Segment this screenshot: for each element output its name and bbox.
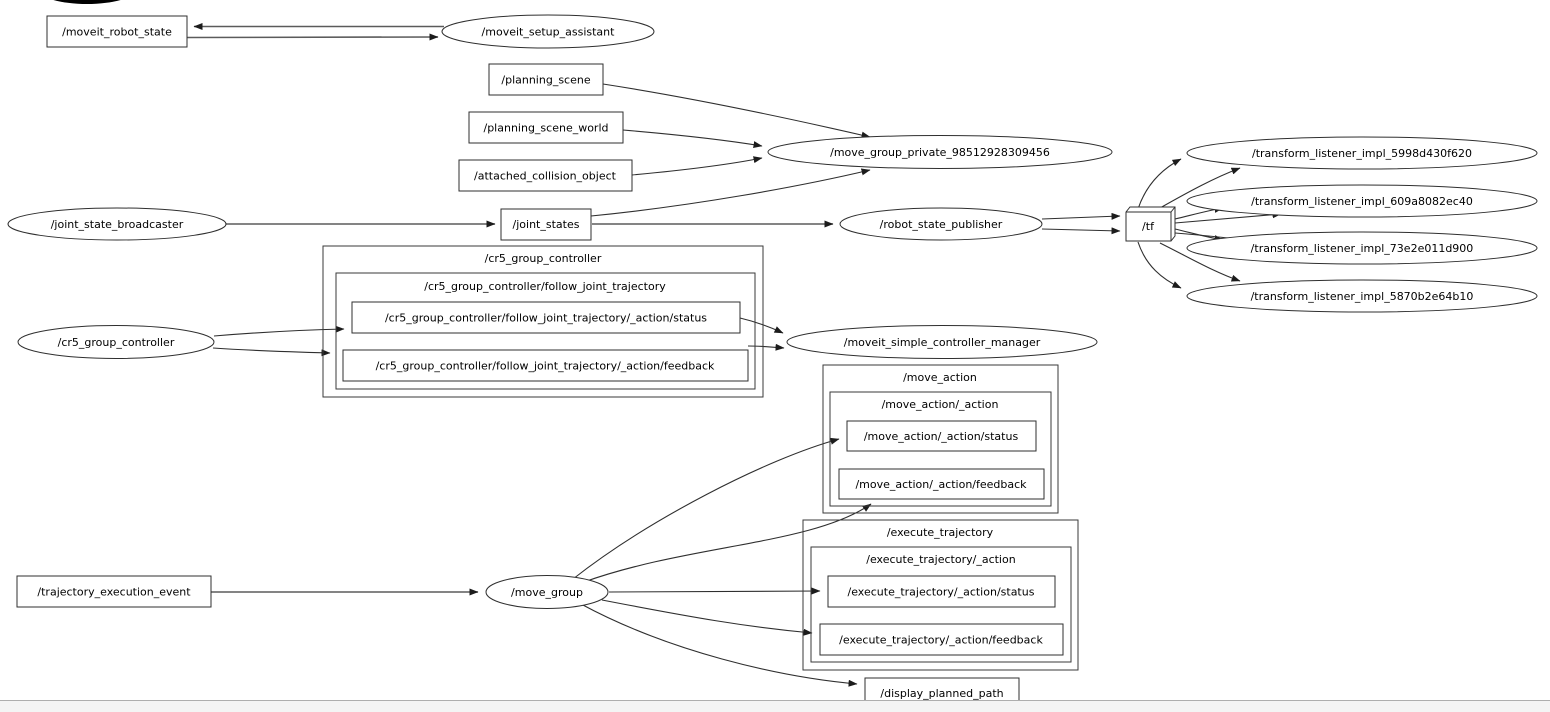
node-move-action-feedback[interactable]: /move_action/_action/feedback [838,468,1045,500]
node-robot-state-publisher[interactable]: /robot_state_publisher [839,207,1043,241]
clipped-node-shape [53,0,121,4]
node-planning-scene-world[interactable]: /planning_scene_world [468,111,624,144]
node-robot-state-publisher-label: /robot_state_publisher [880,218,1003,231]
cluster-move-action-label: /move_action [903,371,977,384]
node-trajectory-execution-event-label: /trajectory_execution_event [37,586,191,599]
node-attached-collision-object-label: /attached_collision_object [474,170,617,183]
node-joint-state-broadcaster[interactable]: /joint_state_broadcaster [7,207,227,241]
edge-cr5-status-to-manager [739,317,784,334]
node-move-group-private-label: /move_group_private_98512928309456 [830,146,1050,159]
edge-tf-to-listener4-a [1137,241,1182,289]
edge-planning-scene-to-move-group-private [602,83,871,139]
node-cr5-group-controller[interactable]: /cr5_group_controller [17,325,215,359]
edge-cr5-feedback-to-manager [747,343,785,351]
cluster-cr5-group-controller-box [322,245,764,398]
edge-attached-collision-object-to-move-group-private [631,156,763,176]
cluster-move-action-box [822,364,1059,514]
edge-move-group-to-display-planned-path [580,603,858,687]
node-cr5-fjt-action-status-label: /cr5_group_controller/follow_joint_traje… [385,312,707,325]
edge-move-group-to-execute-trajectory-feedback [601,599,813,636]
node-moveit-robot-state-label: /moveit_robot_state [62,26,172,39]
node-moveit-setup-assistant-label: /moveit_setup_assistant [482,26,616,39]
node-tf[interactable]: /tf [1125,206,1176,242]
node-moveit-simple-controller-manager-label: /moveit_simple_controller_manager [844,336,1041,349]
edge-tf-to-listener4-b [1159,242,1241,282]
cluster-execute-trajectory-action-box [810,546,1072,663]
node-planning-scene[interactable]: /planning_scene [488,63,604,96]
node-tf-label: /tf [1142,220,1155,233]
statusbar-strip [0,701,1550,712]
node-execute-trajectory-status-label: /execute_trajectory/_action/status [848,586,1035,599]
node-move-action-status-label: /move_action/_action/status [864,430,1019,443]
cluster-execute-trajectory: /execute_trajectory /execute_trajectory/… [802,519,1079,671]
node-moveit-setup-assistant[interactable]: /moveit_setup_assistant [441,14,655,49]
node-joint-state-broadcaster-label: /joint_state_broadcaster [51,218,184,231]
node-transform-listener-3[interactable]: /transform_listener_impl_73e2e011d900 [1186,231,1538,265]
edge-robot-state-to-setup-assistant [186,33,439,41]
cluster-cr5-group-controller: /cr5_group_controller /cr5_group_control… [322,245,764,398]
cluster-cr5-follow-joint-trajectory-label: /cr5_group_controller/follow_joint_traje… [424,280,666,293]
node-cr5-fjt-action-status[interactable]: /cr5_group_controller/follow_joint_traje… [351,301,741,334]
node-joint-states[interactable]: /joint_states [500,208,592,241]
node-transform-listener-1-label: /transform_listener_impl_5998d430f620 [1252,147,1472,160]
node-display-planned-path-label: /display_planned_path [880,687,1003,700]
edge-tf-to-listener1-a [1137,158,1182,210]
tf-box3d-corner [1170,206,1176,213]
cluster-move-action-action-box [829,391,1052,507]
node-execute-trajectory-feedback-label: /execute_trajectory/_action/feedback [839,634,1043,647]
edge-planning-scene-world-to-move-group-private [622,129,763,149]
cluster-cr5-follow-joint-trajectory-box [335,272,756,390]
edge-cr5-controller-to-status [213,325,345,337]
node-clipped-top [53,0,121,4]
node-execute-trajectory-feedback[interactable]: /execute_trajectory/_action/feedback [819,623,1064,656]
node-moveit-simple-controller-manager[interactable]: /moveit_simple_controller_manager [786,325,1098,359]
node-planning-scene-label: /planning_scene [501,74,590,87]
edge-move-group-to-move-action-status [572,437,840,580]
node-cr5-fjt-action-feedback-label: /cr5_group_controller/follow_joint_traje… [376,360,715,373]
cluster-move-action-action-label: /move_action/_action [882,398,999,411]
node-joint-states-label: /joint_states [513,218,580,231]
node-cr5-group-controller-label: /cr5_group_controller [58,336,175,349]
cluster-move-action: /move_action /move_action/_action [822,364,1059,514]
edge-tf-to-listener3-a [1174,228,1224,242]
edge-tf-to-listener1-b [1159,167,1241,209]
node-transform-listener-4[interactable]: /transform_listener_impl_5870b2e64b10 [1186,279,1538,313]
edge-robot-state-publisher-to-tf-1 [1041,212,1121,220]
cluster-execute-trajectory-label: /execute_trajectory [887,526,994,539]
node-planning-scene-world-label: /planning_scene_world [483,122,608,135]
node-transform-listener-2-label: /transform_listener_impl_609a8082ec40 [1251,195,1473,208]
edge-cr5-controller-to-feedback [212,347,331,357]
node-move-group-private[interactable]: /move_group_private_98512928309456 [767,135,1113,169]
node-move-group[interactable]: /move_group [485,575,609,609]
node-cr5-fjt-action-feedback[interactable]: /cr5_group_controller/follow_joint_traje… [342,349,749,382]
node-move-group-label: /move_group [511,586,583,599]
node-transform-listener-1[interactable]: /transform_listener_impl_5998d430f620 [1186,136,1538,170]
node-execute-trajectory-status[interactable]: /execute_trajectory/_action/status [827,575,1056,608]
tf-box3d-outline [1125,206,1176,242]
node-move-action-status[interactable]: /move_action/_action/status [846,420,1037,452]
edge-move-group-to-execute-trajectory-status [608,587,821,595]
node-transform-listener-3-label: /transform_listener_impl_73e2e011d900 [1251,242,1474,255]
node-transform-listener-2[interactable]: /transform_listener_impl_609a8082ec40 [1186,184,1538,218]
node-transform-listener-4-label: /transform_listener_impl_5870b2e64b10 [1251,290,1474,303]
cluster-execute-trajectory-box [802,519,1079,671]
cluster-execute-trajectory-action-label: /execute_trajectory/_action [866,553,1015,566]
edge-robot-state-publisher-to-tf-2 [1041,227,1121,235]
node-trajectory-execution-event[interactable]: /trajectory_execution_event [16,575,212,608]
node-move-action-feedback-label: /move_action/_action/feedback [855,478,1027,491]
cluster-cr5-group-controller-label: /cr5_group_controller [485,252,602,265]
edge-move-group-to-move-action-feedback [583,503,872,583]
statusbar [0,700,1550,712]
node-moveit-robot-state[interactable]: /moveit_robot_state [46,15,188,48]
node-attached-collision-object[interactable]: /attached_collision_object [458,159,633,192]
edge-joint-states-to-move-group-private [590,168,871,217]
